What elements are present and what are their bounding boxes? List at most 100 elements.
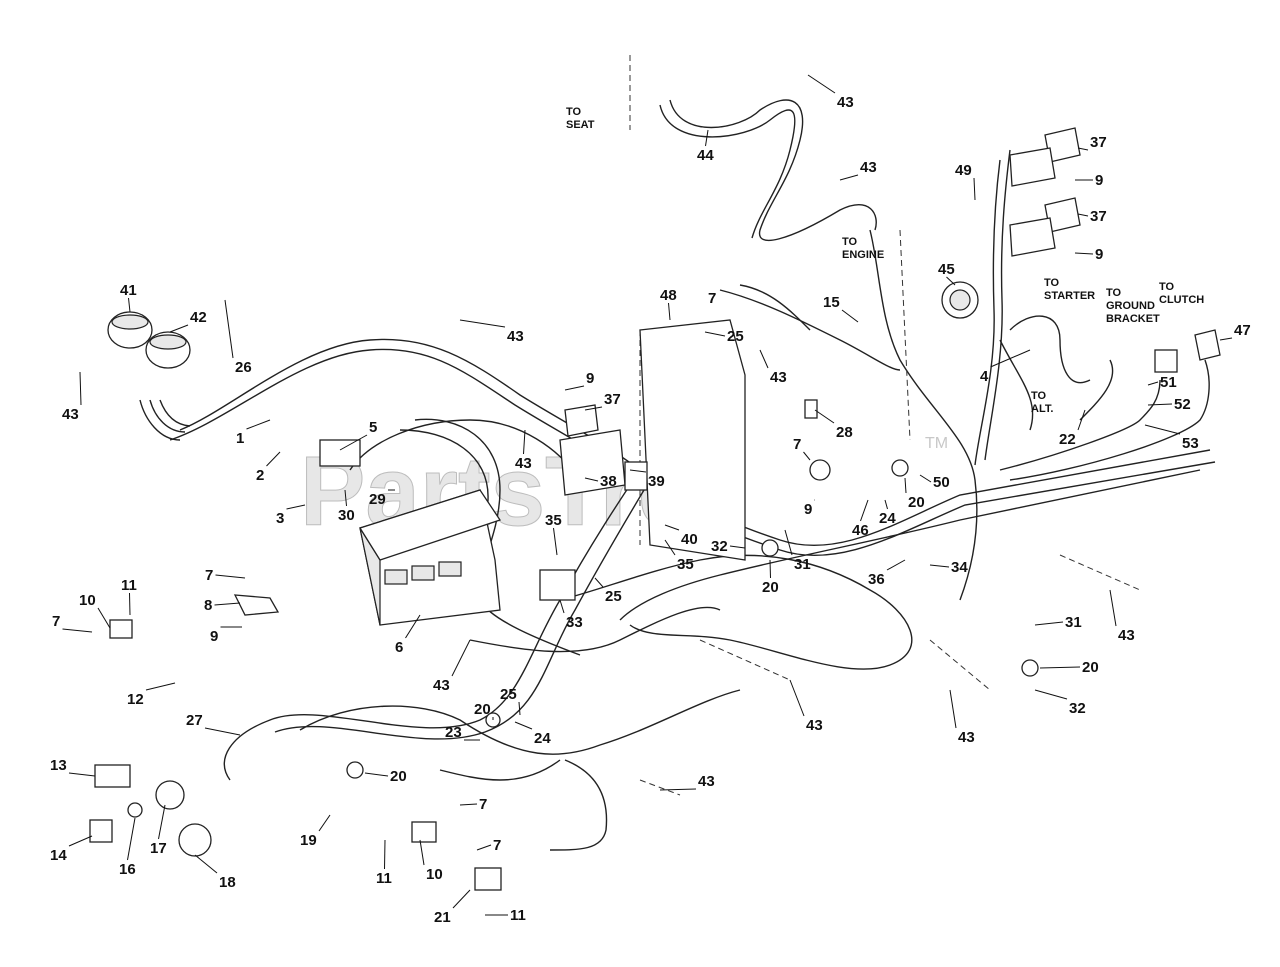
callout-37c: 37 <box>1090 208 1107 225</box>
callout-10b: 10 <box>426 866 443 883</box>
leader-line-11b <box>384 839 386 870</box>
leader-line-21 <box>452 889 471 909</box>
callout-24b: 24 <box>879 510 896 527</box>
callout-27: 27 <box>186 712 203 729</box>
leader-line-20e <box>1039 666 1081 669</box>
callout-41: 41 <box>120 282 137 299</box>
leader-line-52 <box>1147 403 1173 406</box>
leader-line-45 <box>946 276 956 286</box>
callout-34: 34 <box>951 559 968 576</box>
callout-16: 16 <box>119 861 136 878</box>
switch-18-part <box>178 823 212 857</box>
battery-part <box>359 489 502 626</box>
callout-51: 51 <box>1160 374 1177 391</box>
leader-line-6 <box>405 614 421 639</box>
leader-line-42 <box>169 324 189 333</box>
leader-line-48 <box>668 302 671 321</box>
leader-line-10b <box>419 839 425 866</box>
clamp-47-part <box>1194 329 1221 361</box>
note-to-engine-l1: TO <box>842 236 858 248</box>
leader-line-14 <box>68 835 93 847</box>
callout-43i: 43 <box>806 717 823 734</box>
callout-45: 45 <box>938 261 955 278</box>
callout-21: 21 <box>434 909 451 926</box>
leader-line-3 <box>286 504 306 510</box>
mounting-plate <box>639 319 746 561</box>
callout-40: 40 <box>681 531 698 548</box>
callout-43k: 43 <box>698 773 715 790</box>
callout-9c: 9 <box>804 501 812 518</box>
callout-24a: 24 <box>534 730 551 747</box>
callout-3: 3 <box>276 510 284 527</box>
leader-line-37c <box>1077 213 1089 217</box>
callout-32b: 32 <box>1069 700 1086 717</box>
callout-35a: 35 <box>545 512 562 529</box>
callout-7e: 7 <box>479 796 487 813</box>
leader-line-38 <box>584 477 599 482</box>
leader-line-12 <box>145 682 176 691</box>
callout-20d: 20 <box>908 494 925 511</box>
leader-line-2 <box>266 451 281 467</box>
module-39-part <box>624 461 648 491</box>
note-to-ground-l2: GROUND <box>1106 300 1155 312</box>
note-to-clutch-l2: CLUTCH <box>1159 294 1204 306</box>
callout-7a: 7 <box>205 567 213 584</box>
callout-9e: 9 <box>1095 246 1103 263</box>
leader-line-24b <box>884 499 888 510</box>
callout-26: 26 <box>235 359 252 376</box>
watermark-trademark: TM <box>925 435 948 452</box>
note-to-alt-l2: ALT. <box>1031 403 1053 415</box>
relay-37-top <box>1009 127 1081 187</box>
connector-28-part <box>804 399 818 419</box>
clamp-20-mid <box>761 539 779 557</box>
bracket-8-part <box>233 594 280 616</box>
note-to-starter-l2: STARTER <box>1044 290 1095 302</box>
callout-48: 48 <box>660 287 677 304</box>
callout-53: 53 <box>1182 435 1199 452</box>
callout-17: 17 <box>150 840 167 857</box>
callout-22: 22 <box>1059 431 1076 448</box>
callout-47: 47 <box>1234 322 1251 339</box>
leader-line-50 <box>919 474 932 483</box>
callout-7b: 7 <box>52 613 60 630</box>
leader-line-28 <box>814 409 835 424</box>
callout-44: 44 <box>697 147 714 164</box>
leader-line-8 <box>214 602 241 606</box>
callout-15: 15 <box>823 294 840 311</box>
gauge-42-part <box>145 331 191 369</box>
leader-line-33 <box>559 599 565 614</box>
leader-line-4 <box>990 349 1031 368</box>
leader-line-20a <box>364 772 389 777</box>
leader-line-30 <box>344 489 347 507</box>
leader-line-17 <box>158 804 166 840</box>
leader-line-15 <box>841 309 859 323</box>
leader-line-31a <box>784 529 793 556</box>
callout-9d: 9 <box>1095 172 1103 189</box>
leader-line-51 <box>1147 381 1159 386</box>
leader-line-32a <box>729 545 746 549</box>
callout-25b: 25 <box>605 588 622 605</box>
leader-line-47 <box>1219 337 1233 341</box>
clamp-20-upper <box>891 459 909 477</box>
relay-block-37 <box>559 404 626 496</box>
callout-43j: 43 <box>958 729 975 746</box>
leader-line-9e <box>1074 252 1094 255</box>
callout-11a: 11 <box>121 577 137 594</box>
callout-35b: 35 <box>677 556 694 573</box>
leader-line-43b <box>807 74 836 94</box>
switch-17-part <box>155 780 185 810</box>
leader-line-43c <box>839 174 859 181</box>
callout-37a: 37 <box>604 391 621 408</box>
callout-29: 29 <box>369 491 386 508</box>
leader-line-31b <box>1034 621 1064 626</box>
leader-line-43h <box>1109 589 1117 627</box>
leader-line-22 <box>1077 409 1086 431</box>
callout-42: 42 <box>190 309 207 326</box>
callout-43c: 43 <box>860 159 877 176</box>
callout-18: 18 <box>219 874 236 891</box>
callout-50: 50 <box>933 474 950 491</box>
leader-line-5 <box>339 434 368 451</box>
callout-31a: 31 <box>794 556 811 573</box>
note-to-seat-l2: SEAT <box>566 119 595 131</box>
note-to-ground-l3: BRACKET <box>1106 313 1160 325</box>
